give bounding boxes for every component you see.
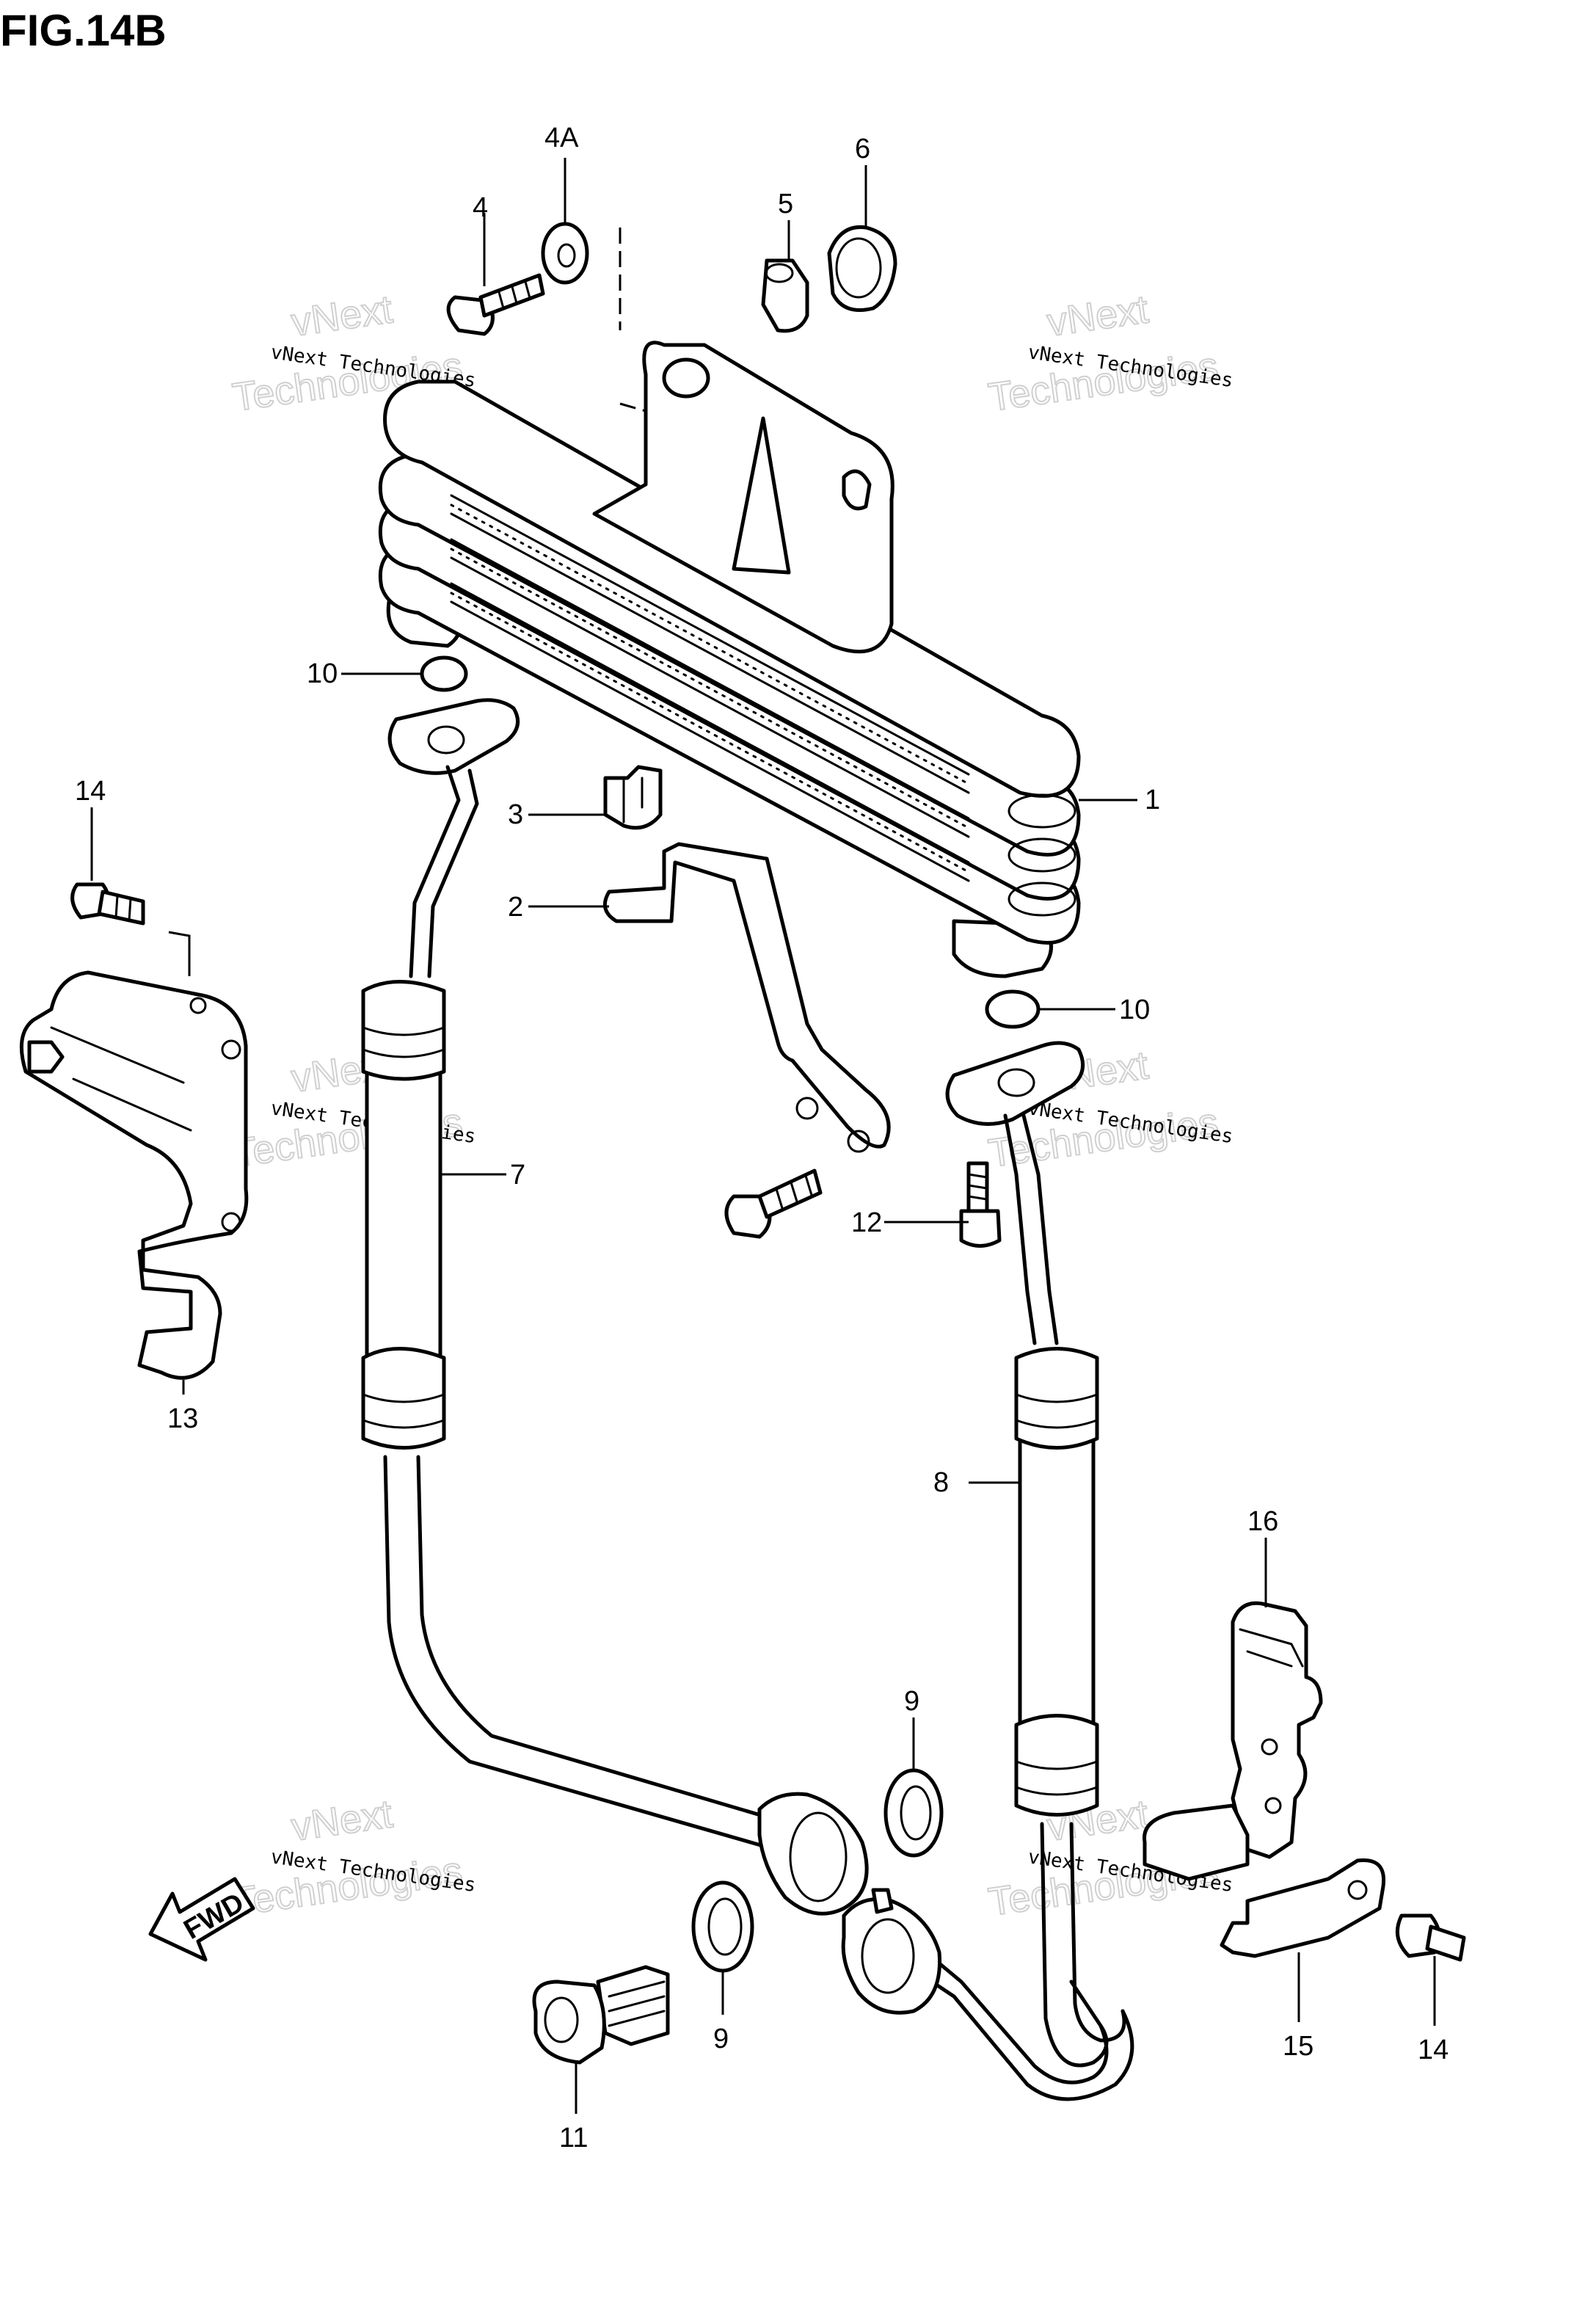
hose-clamp-13 <box>19 970 249 1380</box>
union-bolt-11 <box>532 1965 670 2065</box>
hose-guide-16 <box>1143 1601 1323 1881</box>
flange-7 <box>387 698 520 775</box>
watermark-bottom-left: vNext Technologies vNext Technologies <box>229 1791 477 1925</box>
fwd-direction-badge: FWD <box>148 1877 255 1962</box>
callout-8: 8 <box>933 1467 949 1498</box>
callout-6: 6 <box>855 134 870 164</box>
callout-11: 11 <box>559 2123 588 2153</box>
watermark-top-right: vNext Technologies vNext Technologies <box>985 286 1234 421</box>
bracket-2 <box>602 842 891 1153</box>
callout-9-lower: 9 <box>713 2024 729 2054</box>
bolt-12 <box>959 1161 1002 1248</box>
callout-10-lower: 10 <box>1119 995 1150 1025</box>
gasket-9-upper <box>883 1768 944 1858</box>
clip-3 <box>603 765 663 830</box>
dash-line-4a-return <box>619 367 647 412</box>
cooler-mount-plate <box>592 341 894 654</box>
gasket-9-lower <box>691 1880 754 1973</box>
flange-8 <box>945 1041 1085 1126</box>
cooler-fins <box>450 494 970 882</box>
o-ring-10-lower <box>985 989 1041 1029</box>
callout-14-right: 14 <box>1418 2035 1449 2065</box>
oil-cooler <box>378 341 1081 978</box>
cooler-end-caps <box>1007 793 1076 917</box>
callout-15: 15 <box>1283 2031 1313 2062</box>
callout-3: 3 <box>508 799 523 830</box>
callout-5: 5 <box>778 189 793 219</box>
svg-text:vNext: vNext <box>288 1792 395 1850</box>
callout-16: 16 <box>1247 1506 1278 1537</box>
bolt-14-left <box>70 882 145 926</box>
bolt-4 <box>446 273 545 336</box>
callout-14-left: 14 <box>75 776 106 807</box>
banjo-8 <box>841 1897 942 2015</box>
callout-1: 1 <box>1145 785 1160 815</box>
oil-hose-8 <box>841 1041 1134 2101</box>
callout-10-upper: 10 <box>307 658 338 689</box>
figure-title: FIG.14B <box>0 6 167 55</box>
callout-13: 13 <box>167 1403 198 1434</box>
callout-2: 2 <box>508 892 523 923</box>
svg-text:vNext: vNext <box>1044 287 1151 345</box>
callout-12: 12 <box>851 1207 882 1238</box>
callout-7: 7 <box>510 1160 525 1190</box>
grommet-6 <box>827 225 897 312</box>
callout-9-upper: 9 <box>904 1686 919 1717</box>
dash-line-14a <box>168 931 191 976</box>
mount-hole-right <box>842 469 872 511</box>
clamp-plate-15 <box>1220 1858 1386 1958</box>
bolt-bracket <box>724 1168 823 1239</box>
washer-4a <box>541 222 589 285</box>
o-ring-10-upper <box>420 655 468 692</box>
oil-hose-7 <box>361 698 869 1916</box>
direction-arrow <box>732 416 791 575</box>
banjo-7 <box>757 1792 869 1916</box>
callout-labels: 4 4A 5 6 1 10 10 3 2 14 7 12 13 8 16 9 9… <box>75 123 1449 2153</box>
callout-4a: 4A <box>544 123 579 153</box>
svg-text:vNext: vNext <box>288 287 395 345</box>
leader-lines <box>90 158 1436 2114</box>
callout-4: 4 <box>473 192 488 223</box>
spacer-5 <box>761 258 809 333</box>
mount-hole-left <box>662 357 710 399</box>
bolt-14-right <box>1395 1913 1466 1962</box>
